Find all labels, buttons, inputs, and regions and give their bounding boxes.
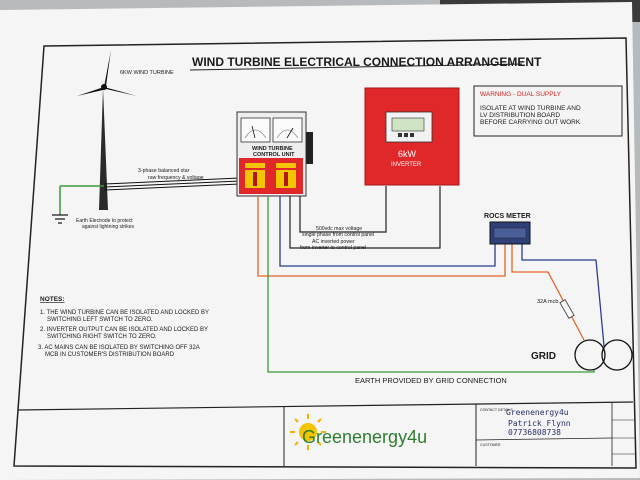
ac-label-2: from inverter to control panel bbox=[300, 245, 366, 251]
warning-box bbox=[473, 85, 623, 137]
contact-company: Greenenergy4u bbox=[506, 408, 569, 417]
notes-block: NOTES: 1. THE WIND TURBINE CAN BE ISOLAT… bbox=[38, 296, 209, 358]
earth-electrode-label-2: against lightning strikes bbox=[82, 224, 134, 230]
dc-label-2: single phase from control panel bbox=[302, 232, 374, 238]
rocs-meter-label: ROCS METER bbox=[484, 213, 531, 220]
note-2b: SWITCHING RIGHT SWITCH TO ZERO. bbox=[47, 334, 157, 340]
customer-label: CUSTOMER bbox=[480, 443, 501, 447]
inverter bbox=[364, 87, 460, 186]
rocs-meter bbox=[489, 221, 531, 245]
wiring bbox=[257, 186, 605, 373]
warning-line-1: ISOLATE AT WIND TURBINE AND bbox=[480, 105, 581, 112]
mcb-fuse bbox=[559, 299, 575, 319]
contact-details-label: CONTACT DETAILS bbox=[480, 408, 513, 412]
turbine-label: 6KW WIND TURBINE bbox=[120, 70, 174, 76]
warning-heading: WARNING - DUAL SUPPLY bbox=[480, 91, 562, 98]
drawing-border bbox=[13, 37, 637, 469]
note-2a: 2. INVERTER OUTPUT CAN BE ISOLATED AND L… bbox=[40, 327, 208, 333]
grid-label: GRID bbox=[531, 351, 556, 362]
earth-grid-label: EARTH PROVIDED BY GRID CONNECTION bbox=[355, 376, 507, 385]
note-1b: SWITCHING LEFT SWITCH TO ZERO. bbox=[47, 317, 153, 323]
control-unit-label-1: WIND TURBINE bbox=[252, 146, 293, 152]
sun-logo-icon bbox=[290, 414, 326, 450]
warning-line-3: BEFORE CARRYING OUT WORK bbox=[480, 119, 581, 126]
three-phase-label-2: raw frequency & voltage bbox=[148, 175, 204, 181]
control-unit-label-2: CONTROL UNIT bbox=[253, 152, 295, 158]
three-phase-cable bbox=[103, 177, 241, 191]
grid-transformer-icon bbox=[574, 339, 633, 371]
earth-electrode bbox=[52, 185, 104, 224]
mcb-label: 32A mcb bbox=[537, 299, 558, 305]
title-underline bbox=[189, 63, 523, 71]
dc-label-1: 500vdc max voltage bbox=[316, 226, 362, 232]
ac-label-1: AC inverted power bbox=[312, 239, 355, 245]
note-3a: 3. AC MAINS CAN BE ISOLATED BY SWITCHING… bbox=[38, 345, 200, 351]
control-unit bbox=[236, 111, 313, 197]
contact-phone: 07736808738 bbox=[508, 428, 561, 437]
three-phase-label-1: 3-phase balanced star bbox=[138, 168, 190, 174]
note-1a: 1. THE WIND TURBINE CAN BE ISOLATED AND … bbox=[40, 310, 209, 316]
company-logo-text: Greenenergy4u bbox=[302, 427, 427, 447]
title-block bbox=[17, 401, 636, 466]
contact-person: Patrick Flynn bbox=[508, 419, 571, 428]
notes-heading: NOTES: bbox=[40, 296, 65, 303]
warning-line-2: LV DISTRIBUTION BOARD bbox=[480, 112, 560, 119]
note-3b: MCB IN CUSTOMER'S DISTRIBUTION BOARD bbox=[45, 352, 175, 358]
inverter-rating: 6kW bbox=[398, 149, 417, 159]
wind-turbine-icon bbox=[77, 50, 137, 210]
inverter-label: INVERTER bbox=[391, 162, 422, 168]
earth-electrode-label-1: Earth Electrode to protect bbox=[76, 218, 133, 224]
